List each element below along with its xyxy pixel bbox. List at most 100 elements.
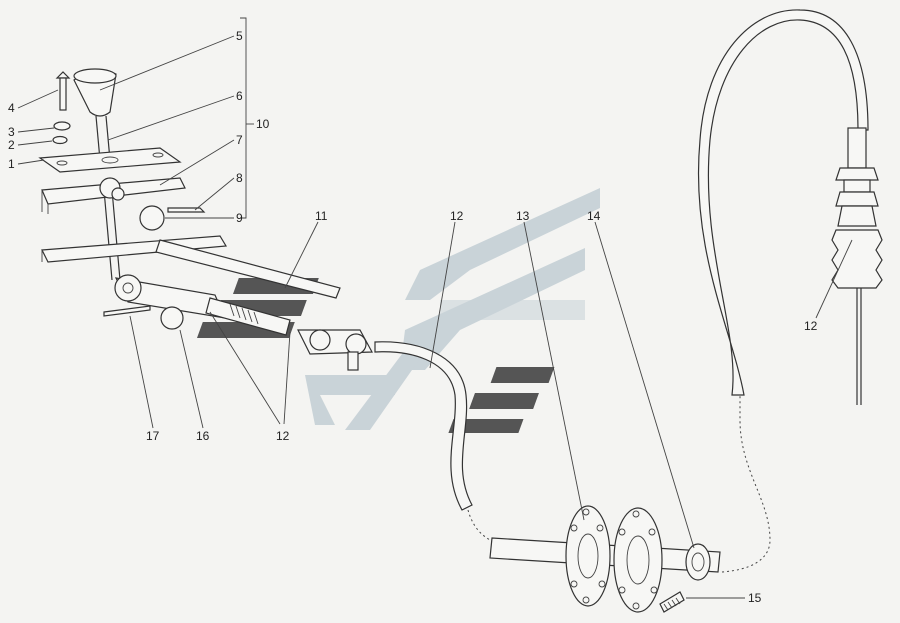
split-pin	[167, 207, 206, 213]
label-5: 5	[236, 29, 243, 43]
leader-8	[194, 177, 235, 211]
logo-watermark	[196, 188, 600, 433]
end-washer	[837, 205, 877, 227]
label-16: 16	[196, 429, 210, 443]
leader-12-b-1	[209, 311, 281, 425]
watermark-bar-5	[469, 393, 539, 409]
leader-12-a	[429, 221, 456, 369]
leader-14	[594, 221, 695, 549]
leader-1	[17, 159, 45, 165]
flange-second-hub	[626, 535, 650, 585]
flange-13-hole	[570, 580, 578, 588]
upper-bracket	[41, 177, 186, 214]
label-1: 1	[8, 157, 15, 171]
fitting-nut-1	[309, 329, 331, 351]
plate-hole-1	[56, 160, 68, 166]
flange-second	[613, 507, 663, 613]
label-12-top: 12	[450, 209, 464, 223]
leader-3	[17, 127, 55, 133]
lever-lower-rod-left	[103, 189, 113, 281]
grommet-outer	[685, 543, 711, 581]
arm-eye-hole	[122, 282, 134, 294]
label-7: 7	[236, 133, 243, 147]
leader-4	[17, 89, 59, 109]
cable-hidden-2	[721, 395, 771, 573]
washer-part	[52, 135, 68, 145]
label-2: 2	[8, 138, 15, 152]
end-sleeve	[847, 127, 867, 169]
leader-lines	[17, 17, 853, 599]
flange-13-hub	[577, 533, 599, 579]
label-13: 13	[516, 209, 530, 223]
nut-part	[53, 121, 71, 131]
screw-15	[659, 591, 685, 613]
leader-2	[17, 140, 53, 146]
label-17: 17	[146, 429, 160, 443]
ball-joint	[139, 205, 165, 231]
bracket-10	[240, 17, 247, 219]
end-nut-1	[835, 167, 879, 181]
hinge-pin	[111, 187, 125, 201]
plate-top	[38, 147, 182, 173]
lower-frame	[41, 235, 341, 299]
pin-17	[103, 305, 151, 317]
leader-11	[284, 221, 319, 289]
cover-plate	[38, 147, 182, 173]
cable-end-right	[831, 127, 883, 405]
watermark-stroke-4	[305, 375, 395, 425]
flange-13-hole	[582, 596, 590, 604]
screw-head	[55, 71, 71, 79]
leader-6	[107, 95, 235, 141]
grommet-inner	[691, 552, 705, 572]
watermark-stroke-5	[440, 300, 585, 320]
screw-part	[55, 71, 71, 111]
part-labels: 5 6 10 7 8 9 4 3 2 1 11 12 13 14 15 16 1…	[8, 29, 818, 605]
label-11: 11	[315, 209, 328, 223]
flange-13-hole	[582, 508, 590, 516]
leader-16	[179, 329, 204, 429]
thread-marks	[229, 303, 259, 325]
cable-end-fitting	[297, 329, 373, 371]
screw-shank	[59, 77, 67, 111]
rod-11	[155, 239, 341, 299]
grommet-14	[685, 543, 711, 581]
leader-13	[523, 221, 585, 521]
end-nut-2	[835, 191, 879, 207]
fitting-nut-2	[345, 333, 367, 355]
flange-second-hole	[632, 602, 640, 610]
flange-13-hole	[596, 524, 604, 532]
flange-13	[565, 505, 611, 607]
flange-second-hole	[618, 586, 626, 594]
flange-second-hole	[618, 528, 626, 536]
leader-12-b-2	[283, 331, 291, 425]
screw-15-thread	[663, 597, 681, 611]
screw-15-shank	[659, 591, 685, 613]
plate-center-hole	[101, 156, 119, 164]
label-4: 4	[8, 101, 15, 115]
watermark-stroke-1	[405, 188, 600, 300]
flange-second-hole	[632, 510, 640, 518]
plate-hole-2	[152, 152, 164, 158]
leader-5	[99, 35, 235, 91]
rubber-boot	[831, 229, 883, 289]
label-14: 14	[587, 209, 601, 223]
flange-13-hole	[570, 524, 578, 532]
label-12-right: 12	[804, 319, 818, 333]
flange-13-disc	[565, 505, 611, 607]
knob-16	[160, 306, 184, 330]
leader-12-c	[815, 239, 853, 319]
arm-eye	[114, 274, 142, 302]
label-3: 3	[8, 125, 15, 139]
flange-13-hole	[598, 580, 606, 588]
cable-sheath-upper	[697, 9, 869, 396]
lever-lower-rod-right	[111, 189, 121, 281]
label-6: 6	[236, 89, 243, 103]
threaded-rod	[205, 297, 291, 336]
label-10: 10	[256, 117, 270, 131]
label-12-bottom: 12	[276, 429, 290, 443]
end-body	[843, 179, 871, 193]
flange-second-disc	[613, 507, 663, 613]
leader-17	[129, 315, 154, 429]
